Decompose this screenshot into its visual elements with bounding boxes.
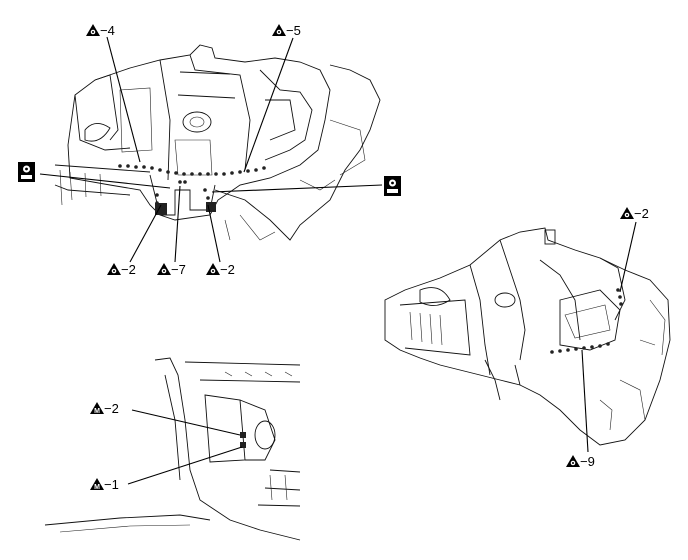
callout-label: −4 — [100, 23, 115, 38]
pillar-view — [44, 357, 301, 541]
callout-right-bottom: −9 — [566, 454, 595, 469]
spot-weld-triangle-icon — [206, 263, 220, 275]
rear-assembly-view — [384, 227, 671, 446]
callout-top-right: −5 — [272, 23, 301, 38]
callout-bottom-c: −2 — [206, 262, 235, 277]
callout-label: −7 — [171, 262, 186, 277]
callout-label: −9 — [580, 454, 595, 469]
sealer-box-icon — [18, 162, 35, 182]
sealer-box-icon — [384, 176, 401, 196]
callout-label: −2 — [104, 401, 119, 416]
callout-m-lower: −1 — [90, 477, 119, 492]
spot-weld-triangle-icon — [86, 24, 100, 36]
spot-weld-triangle-icon — [566, 455, 580, 467]
callout-label: −1 — [104, 477, 119, 492]
callout-right-top: −2 — [620, 206, 649, 221]
callout-bottom-b: −7 — [157, 262, 186, 277]
callout-label: −2 — [220, 262, 235, 277]
spot-weld-triangle-icon — [620, 207, 634, 219]
callout-label: −2 — [121, 262, 136, 277]
m-weld-triangle-icon — [90, 402, 104, 415]
spot-weld-triangle-icon — [272, 24, 286, 36]
callout-bottom-a: −2 — [107, 262, 136, 277]
callout-top-left: −4 — [86, 23, 115, 38]
callout-label: −2 — [634, 206, 649, 221]
callout-m-upper: −2 — [90, 401, 119, 416]
spot-weld-triangle-icon — [157, 263, 171, 275]
spot-weld-triangle-icon — [107, 263, 121, 275]
callout-label: −5 — [286, 23, 301, 38]
m-weld-triangle-icon — [90, 478, 104, 491]
front-apron-view — [54, 44, 381, 241]
